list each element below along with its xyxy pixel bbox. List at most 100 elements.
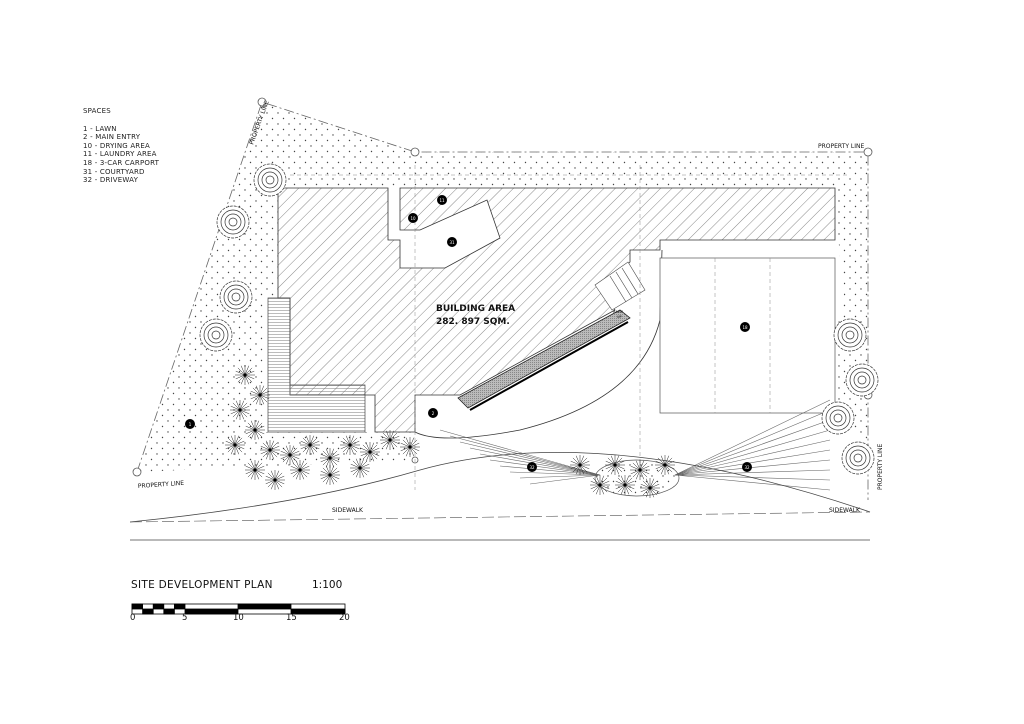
space-marker-32a: 32 <box>527 462 537 472</box>
stairs <box>594 261 646 311</box>
driveway-line <box>674 474 831 491</box>
scale-tick: 10 <box>233 613 244 623</box>
building-area-value: 282. 897 SQM. <box>436 317 510 327</box>
shrub-icon <box>225 435 245 455</box>
driveway-line <box>674 399 831 476</box>
space-marker-18: 18 <box>740 322 750 332</box>
shrub-icon <box>350 458 370 478</box>
driveway-line <box>479 453 601 476</box>
scale-tick: 5 <box>182 613 188 623</box>
driveway-line <box>674 419 831 476</box>
legend-item: 1 - LAWN <box>83 124 117 133</box>
driveway-line <box>449 435 601 476</box>
legend-item: 10 - DRYING AREA <box>83 141 150 150</box>
shrub-icon <box>245 460 265 480</box>
space-marker-32b: 32 <box>742 462 752 472</box>
tree-icon <box>841 441 875 475</box>
svg-text:32: 32 <box>529 465 535 470</box>
driveway-line <box>469 447 601 476</box>
trees <box>199 163 879 498</box>
svg-text:11: 11 <box>439 198 445 203</box>
driveway-line <box>489 459 601 476</box>
shrub-icon <box>300 435 320 455</box>
planter-island <box>594 459 680 497</box>
shrub-icon <box>250 385 270 405</box>
building-label: BUILDING AREA <box>436 304 515 314</box>
legend-item: 32 - DRIVEWAY <box>83 176 139 185</box>
sidewalk <box>129 452 871 523</box>
tree-icon <box>216 205 250 239</box>
svg-text:10: 10 <box>410 216 416 221</box>
shrub-icon <box>605 455 625 475</box>
scale-bar <box>131 603 346 615</box>
building-area <box>277 187 836 433</box>
driveway-line <box>674 439 831 476</box>
shrub-icon <box>630 460 650 480</box>
legend-item: 31 - COURTYARD <box>83 167 145 176</box>
shrub-icon <box>320 465 340 485</box>
space-marker-1: 1 <box>185 419 195 429</box>
ramp <box>457 309 631 409</box>
shrub-icon <box>340 435 360 455</box>
shrub-icon <box>640 478 660 498</box>
tree-icon <box>845 363 879 397</box>
driveway-line <box>519 474 601 479</box>
shrub-icon <box>230 400 250 420</box>
drawing-title: SITE DEVELOPMENT PLAN <box>131 579 273 591</box>
driveway-line <box>674 469 831 476</box>
scale-tick: 0 <box>130 613 136 623</box>
driveway-line <box>674 429 831 476</box>
shrub-icon <box>655 455 675 475</box>
shrub-icon <box>320 448 340 468</box>
svg-text:1: 1 <box>189 422 192 427</box>
deck <box>267 297 366 433</box>
svg-text:31: 31 <box>449 240 455 245</box>
shrub-icon <box>360 442 380 462</box>
lawn-area <box>137 102 868 472</box>
shrub-icon <box>615 475 635 495</box>
tree-icon <box>821 401 855 435</box>
legend-item: 18 - 3-CAR CARPORT <box>83 158 160 167</box>
svg-text:32: 32 <box>744 465 750 470</box>
shrub-icon <box>280 445 300 465</box>
tree-icon <box>199 318 233 352</box>
driveway-line <box>459 441 601 476</box>
shrub-icon <box>380 430 400 450</box>
legend-title: SPACES <box>83 107 111 115</box>
driveway-line <box>674 409 831 476</box>
property-line-label-se: PROPERTY LINE <box>877 444 884 490</box>
legend-item: 11 - LAUNDRY AREA <box>83 150 157 159</box>
tree-icon <box>219 280 253 314</box>
scale-tick: 15 <box>286 613 297 623</box>
carport <box>659 257 836 414</box>
shrub-icon <box>590 475 610 495</box>
space-marker-31: 31 <box>447 237 457 247</box>
entry-curb <box>414 249 663 439</box>
drawing-scale: 1:100 <box>312 579 343 591</box>
driveway-line <box>674 449 831 476</box>
svg-text:18: 18 <box>742 325 748 330</box>
property-line-label-ne: PROPERTY LINE <box>818 143 864 150</box>
tree-icon <box>833 318 867 352</box>
spaces-legend: SPACES 1 - LAWN 2 - MAIN ENTRY 10 - DRYI… <box>83 107 159 185</box>
property-line-label-sw: PROPERTY LINE <box>138 480 185 490</box>
space-marker-10: 10 <box>408 213 418 223</box>
ramp-direction: UP <box>617 315 622 319</box>
legend-item: 2 - MAIN ENTRY <box>83 133 141 142</box>
shrub-icon <box>235 365 255 385</box>
shrub-icon <box>290 460 310 480</box>
driveway-line <box>674 459 831 476</box>
shrub-icon <box>265 470 285 490</box>
shrub-icon <box>245 420 265 440</box>
tree-icon <box>253 163 287 197</box>
driveway-line <box>529 474 601 485</box>
space-marker-11: 11 <box>437 195 447 205</box>
shrub-icon <box>260 440 280 460</box>
ramp-label: RAMP <box>613 310 623 314</box>
space-marker-2: 2 <box>428 408 438 418</box>
svg-text:2: 2 <box>432 411 435 416</box>
sidewalk-label-right: SIDEWALK <box>829 507 861 514</box>
sidewalk-label-left: SIDEWALK <box>332 507 364 514</box>
scale-tick: 20 <box>339 613 350 623</box>
